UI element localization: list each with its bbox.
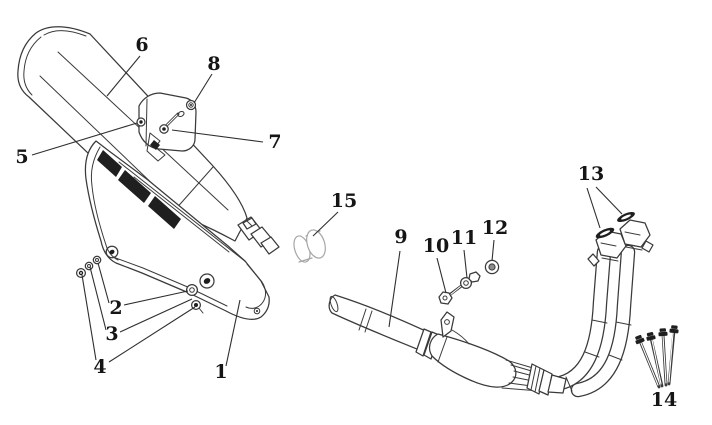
shield-slot bbox=[97, 150, 122, 177]
bolt-head bbox=[438, 291, 453, 305]
cat-chamber bbox=[428, 333, 517, 388]
bracket-screw bbox=[185, 99, 197, 111]
mount-bracket bbox=[138, 92, 197, 162]
slip-collar bbox=[415, 328, 432, 357]
callout-8: 8 bbox=[207, 53, 220, 75]
exhaust-gaskets bbox=[595, 211, 635, 239]
washer-11 bbox=[459, 271, 481, 290]
header-flange-rear bbox=[619, 219, 654, 253]
callout-1: 1 bbox=[214, 361, 227, 383]
mid-pipe bbox=[328, 294, 431, 353]
stud-set bbox=[635, 325, 679, 389]
bolt-10 bbox=[438, 279, 470, 305]
callout-4: 4 bbox=[93, 356, 106, 378]
corner-hole bbox=[253, 307, 261, 315]
spring-clip bbox=[146, 132, 166, 162]
tab-hole bbox=[444, 319, 450, 325]
washer bbox=[92, 255, 102, 265]
callout-6: 6 bbox=[135, 34, 148, 56]
outlet-collar bbox=[526, 363, 567, 396]
flange-nut-12 bbox=[484, 259, 500, 275]
stud bbox=[667, 325, 679, 386]
gasket bbox=[617, 211, 635, 223]
washer bbox=[84, 261, 94, 271]
callout-11: 11 bbox=[451, 227, 477, 249]
shield-slot bbox=[118, 170, 151, 203]
shield-slot bbox=[148, 196, 181, 229]
header-flange-front bbox=[587, 230, 627, 267]
callout-5: 5 bbox=[15, 146, 28, 168]
callout-10: 10 bbox=[423, 235, 449, 257]
callout-15: 15 bbox=[331, 190, 357, 212]
washer bbox=[185, 283, 199, 297]
bolt-tip-nut bbox=[468, 271, 481, 283]
callout-2: 2 bbox=[109, 297, 122, 319]
callout-7: 7 bbox=[268, 131, 281, 153]
silencer-inlet-tip bbox=[237, 216, 280, 255]
callout-12: 12 bbox=[482, 217, 508, 239]
pipe-mouth bbox=[329, 295, 339, 313]
header-pipes bbox=[548, 219, 654, 398]
grommet bbox=[199, 273, 215, 289]
leader-lines bbox=[31, 55, 623, 367]
stud bbox=[635, 334, 661, 389]
grommet bbox=[105, 245, 119, 259]
callout-labels: 1 2 3 4 5 6 7 8 9 10 11 12 13 14 15 bbox=[15, 34, 677, 411]
silencer-body-shield bbox=[84, 140, 270, 321]
gasket bbox=[595, 227, 615, 239]
callout-14: 14 bbox=[651, 389, 677, 411]
mount-tab bbox=[440, 311, 470, 345]
callout-9: 9 bbox=[394, 226, 407, 248]
joint-sleeve-ring bbox=[293, 229, 326, 263]
callout-13: 13 bbox=[578, 163, 604, 185]
silencer-sleeve bbox=[17, 26, 248, 242]
stud bbox=[658, 328, 668, 387]
silencer-assembly bbox=[17, 26, 280, 321]
callout-3: 3 bbox=[105, 323, 118, 345]
stud bbox=[646, 332, 664, 388]
mid-pipe-assembly bbox=[328, 294, 567, 396]
sleeve-rivet bbox=[136, 117, 146, 127]
